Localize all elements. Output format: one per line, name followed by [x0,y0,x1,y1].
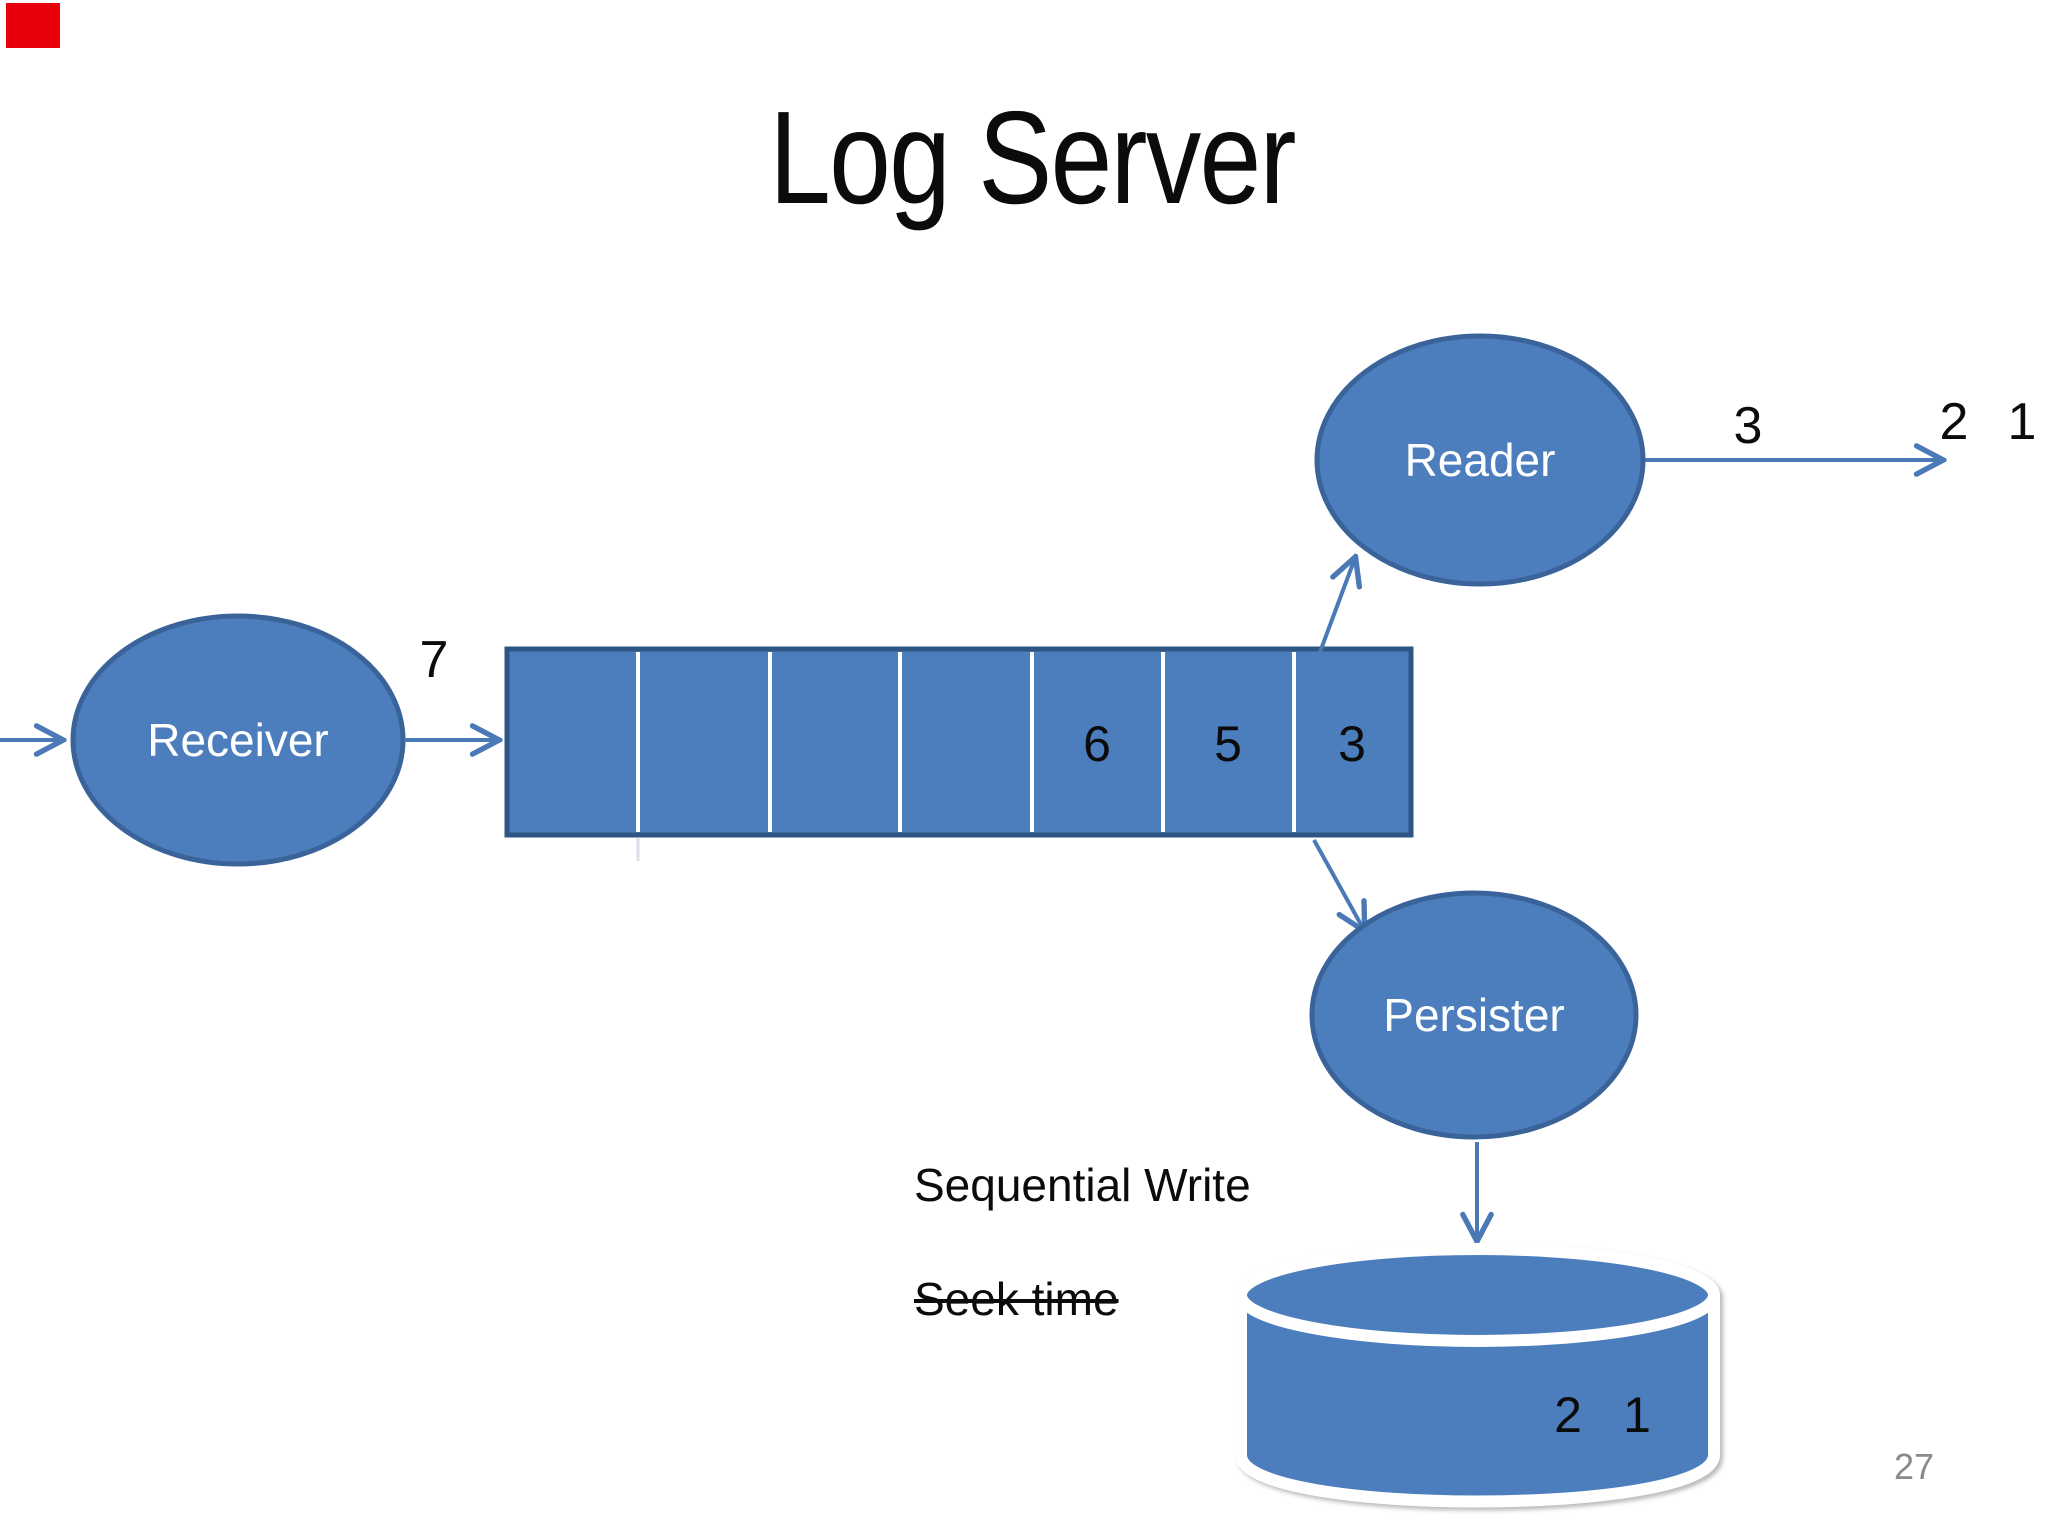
disk-cylinder [1235,1243,1720,1508]
queue-incoming-count: 7 [419,631,449,689]
disk-item-1: 1 [1623,1387,1651,1443]
receiver-ellipse [70,613,406,867]
persister-ellipse [1309,890,1639,1140]
disk-item-2: 2 [1554,1387,1582,1443]
reader-label: Reader [1404,434,1556,486]
red-indicator [6,3,60,48]
queue-cell-7: 3 [1338,716,1366,772]
reader-output-1: 1 [2007,393,2037,451]
page-title: Log Server [769,84,1296,231]
receiver-label: Receiver [147,714,329,766]
disk-top-ellipse [1235,1243,1720,1347]
reader-ellipse [1314,333,1646,587]
queue-cell-6: 5 [1214,716,1242,772]
seek-time-note: Seek time [914,1273,1119,1325]
reader-output-2: 2 [1939,393,1969,451]
queue-rect [504,646,1414,838]
disk-body [1235,1294,1720,1508]
sequential-write-note: Sequential Write [914,1159,1251,1211]
persister-label: Persister [1383,989,1565,1041]
queue-cell-5: 6 [1083,716,1111,772]
arrow-queue-to-reader [1318,558,1355,653]
arrow-queue-to-persister [1312,839,1364,930]
page-number: 27 [1894,1446,1935,1487]
reader-output-3: 3 [1733,397,1763,455]
